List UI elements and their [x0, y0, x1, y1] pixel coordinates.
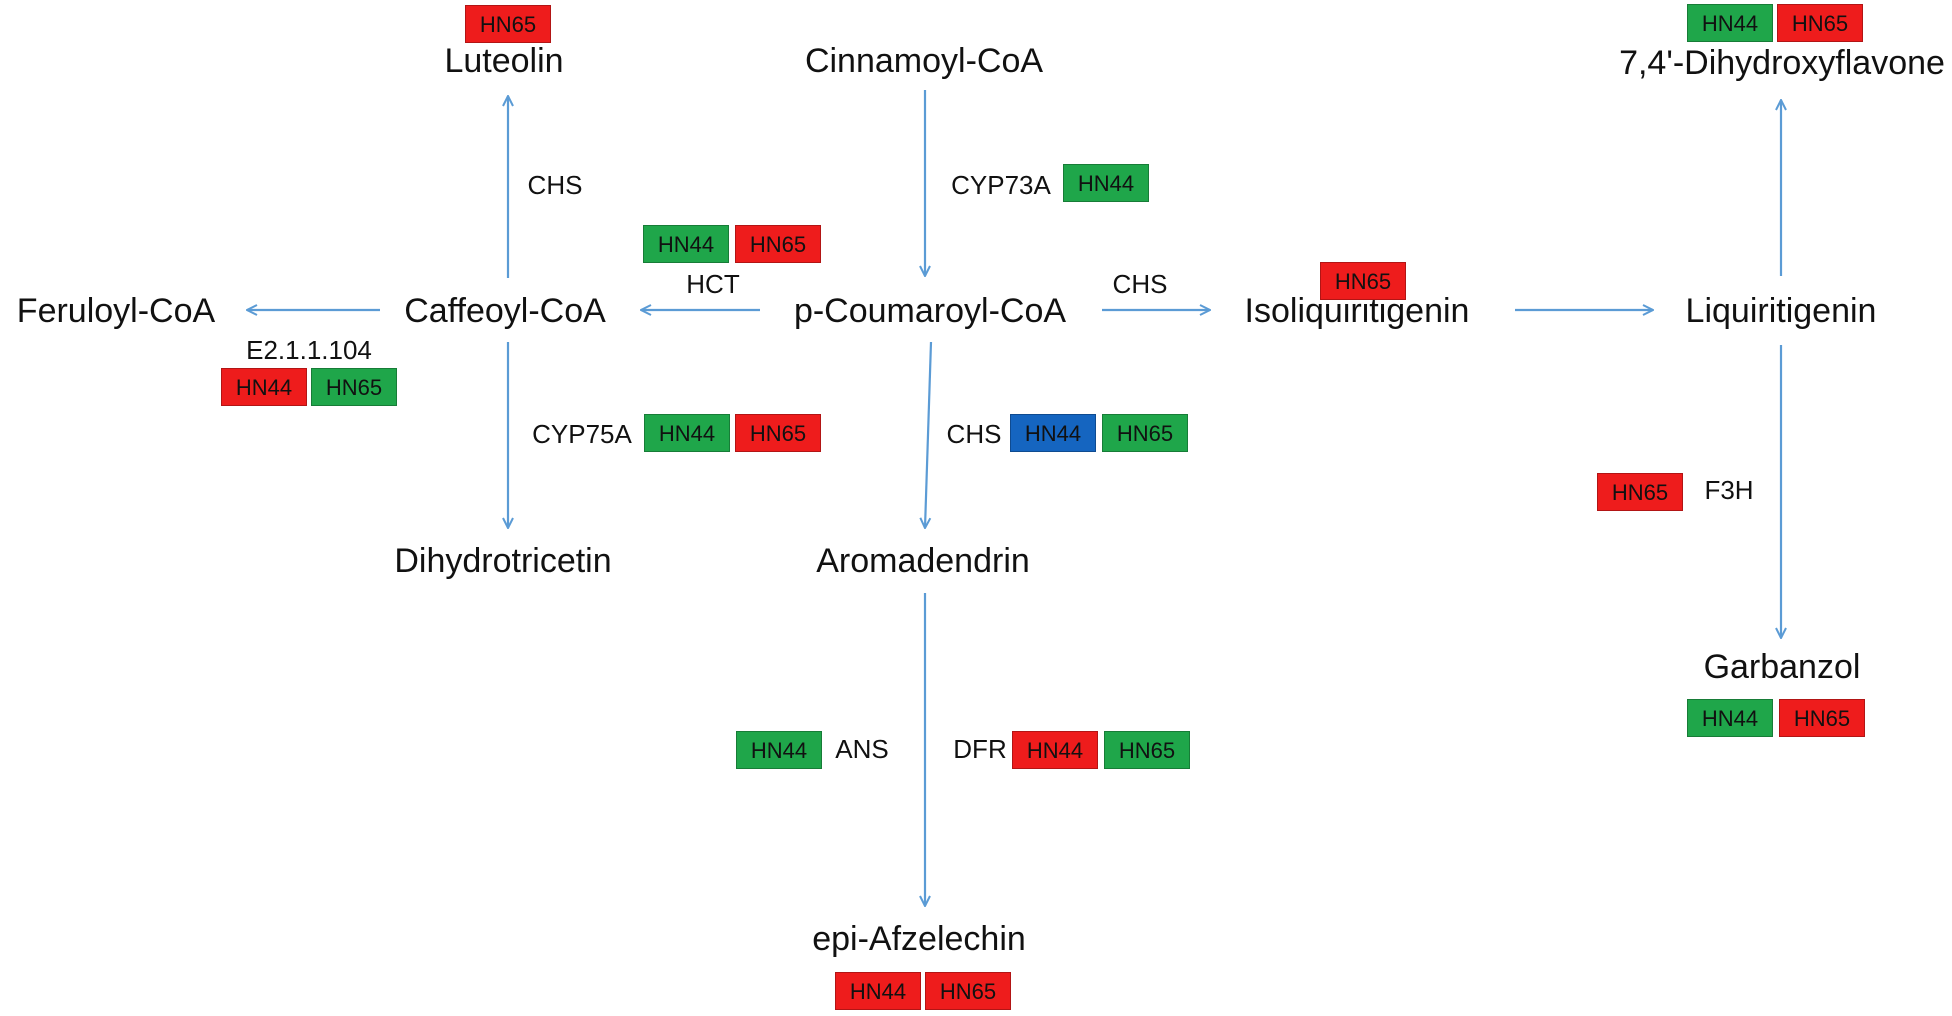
badge-dihydroxyflavone-hn44: HN44 — [1687, 4, 1773, 42]
enzyme-chs-luteolin: CHS — [527, 170, 583, 200]
enzyme-hct: HCT — [686, 269, 740, 299]
badge-f3h-hn65: HN65 — [1597, 473, 1683, 511]
p-coumaroyl-coa-label: p-Coumaroyl-CoA — [793, 292, 1067, 330]
badge-e21-hn44: HN44 — [221, 368, 307, 406]
dihydrotricetin-label: Dihydrotricetin — [394, 542, 612, 580]
enzyme-ans: ANS — [835, 734, 889, 764]
badge-luteolin-hn65: HN65 — [465, 5, 551, 43]
badge-chs-aromadendrin-hn65: HN65 — [1102, 414, 1188, 452]
badge-garbanzol-hn65: HN65 — [1779, 699, 1865, 737]
arrow-coumaroyl-to-aromadendrin — [925, 341, 933, 528]
enzyme-chs-isoliquiritigenin: CHS — [1112, 269, 1168, 299]
enzyme-chs-aromadendrin: CHS — [946, 419, 1002, 449]
caffeoyl-coa-label: Caffeoyl-CoA — [404, 292, 606, 330]
liquiritigenin-label: Liquiritigenin — [1685, 292, 1877, 330]
badge-garbanzol-hn44: HN44 — [1687, 699, 1773, 737]
badge-hct-hn44: HN44 — [643, 225, 729, 263]
badge-chs-aromadendrin-hn44: HN44 — [1010, 414, 1096, 452]
badge-ans-hn44: HN44 — [736, 731, 822, 769]
aromadendrin-label: Aromadendrin — [816, 542, 1030, 580]
badge-epi-afzelechin-hn65: HN65 — [925, 972, 1011, 1010]
badge-dfr-hn65: HN65 — [1104, 731, 1190, 769]
badge-epi-afzelechin-hn44: HN44 — [835, 972, 921, 1010]
badge-dihydroxyflavone-hn65: HN65 — [1777, 4, 1863, 42]
garbanzol-label: Garbanzol — [1703, 648, 1861, 686]
cinnamoyl-coa-label: Cinnamoyl-CoA — [804, 42, 1044, 80]
enzyme-cyp73a: CYP73A — [951, 170, 1051, 200]
badge-dfr-hn44: HN44 — [1012, 731, 1098, 769]
badge-cyp75a-hn65: HN65 — [735, 414, 821, 452]
enzyme-dfr: DFR — [953, 734, 1007, 764]
enzyme-cyp75a: CYP75A — [532, 419, 632, 449]
dihydroxyflavone-label: 7,4'-Dihydroxyflavone — [1619, 44, 1945, 82]
feruloyl-coa-label: Feruloyl-CoA — [16, 292, 216, 330]
badge-cyp75a-hn44: HN44 — [644, 414, 730, 452]
epi-afzelechin-label: epi-Afzelechin — [812, 920, 1026, 958]
badge-e21-hn65: HN65 — [311, 368, 397, 406]
badge-isoliquiritigenin-hn65: HN65 — [1320, 262, 1406, 300]
enzyme-f3h: F3H — [1704, 475, 1754, 505]
badge-cyp73a-hn44: HN44 — [1063, 164, 1149, 202]
luteolin-label: Luteolin — [444, 42, 564, 80]
enzyme-e2-1-1-104: E2.1.1.104 — [246, 335, 372, 365]
badge-hct-hn65: HN65 — [735, 225, 821, 263]
